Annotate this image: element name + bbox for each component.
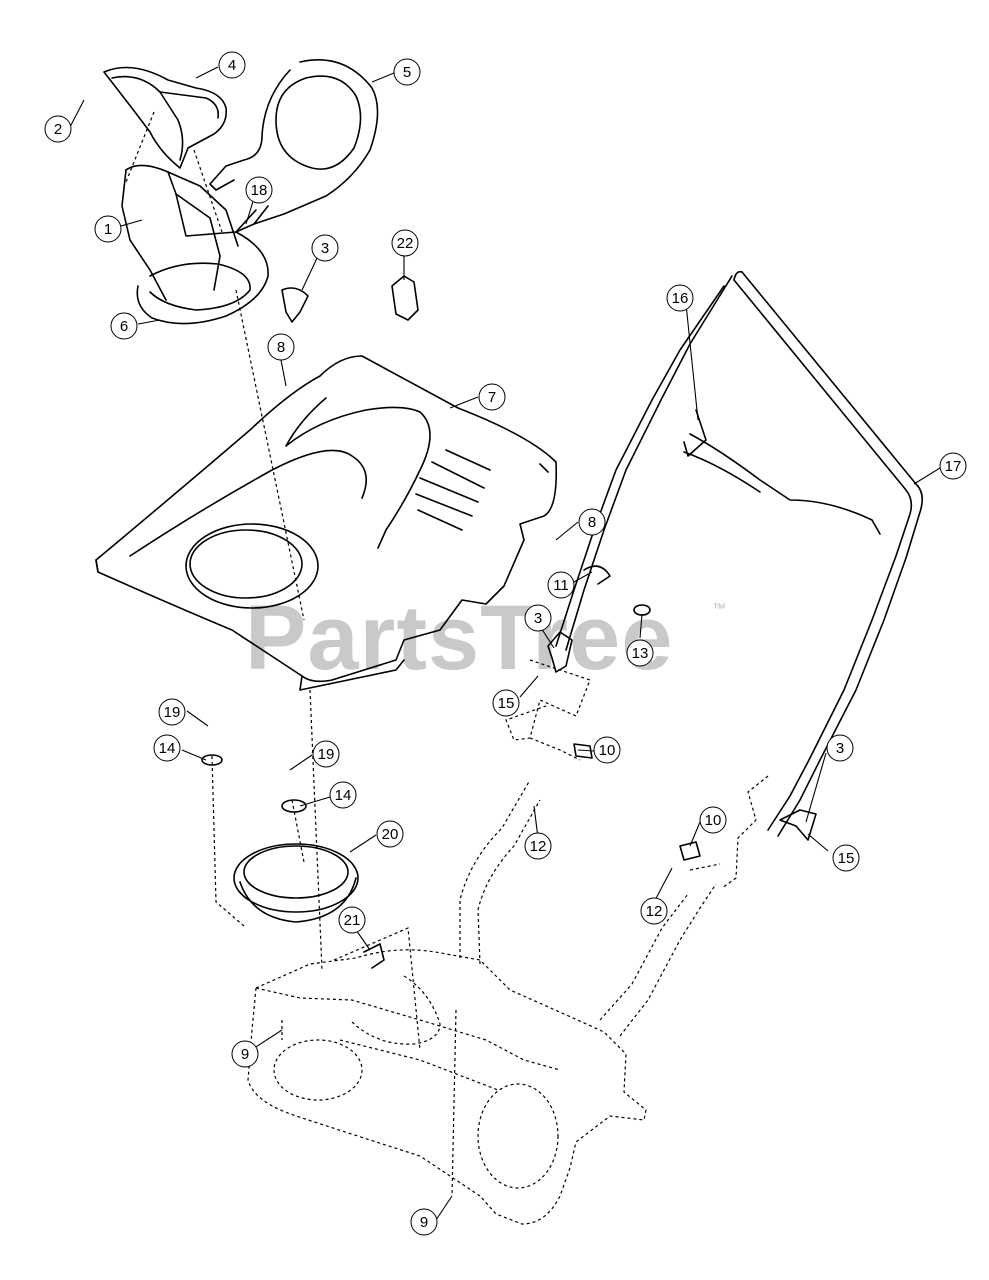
snow-thrower-body-outline <box>247 779 717 1225</box>
svg-text:14: 14 <box>159 740 176 757</box>
callout-15-b: 15 <box>832 844 860 872</box>
svg-text:9: 9 <box>420 1214 428 1231</box>
callout-8-b: 8 <box>578 508 606 536</box>
svg-text:17: 17 <box>945 458 962 475</box>
callout-7: 7 <box>478 383 506 411</box>
callout-22: 22 <box>391 229 419 257</box>
callout-13: 13 <box>626 639 654 667</box>
callout-3-a: 3 <box>311 234 339 262</box>
svg-text:21: 21 <box>344 912 361 929</box>
callout-12-a: 12 <box>524 832 552 860</box>
part-21-clip <box>363 943 385 969</box>
part-6-chute-base <box>121 164 269 325</box>
svg-text:11: 11 <box>553 577 569 594</box>
part-5-chute-handle <box>209 59 379 233</box>
svg-text:22: 22 <box>397 235 414 252</box>
svg-text:19: 19 <box>164 704 181 721</box>
svg-text:3: 3 <box>836 740 844 757</box>
svg-text:8: 8 <box>277 339 285 356</box>
svg-text:19: 19 <box>318 746 335 763</box>
callout-15-a: 15 <box>492 689 520 717</box>
svg-text:12: 12 <box>530 838 547 855</box>
callout-20: 20 <box>376 820 404 848</box>
part-7-housing-cover <box>95 355 558 691</box>
callout-9-a: 9 <box>231 1040 259 1068</box>
svg-text:6: 6 <box>120 318 128 335</box>
callout-3-c: 3 <box>826 734 854 762</box>
part-14-washer-right <box>281 799 307 813</box>
hardware-knobs-bolts <box>281 275 817 861</box>
svg-text:1: 1 <box>104 221 112 238</box>
svg-text:10: 10 <box>599 742 616 759</box>
callout-11: 11 <box>547 571 575 599</box>
part-4-chute-deflector <box>103 66 228 169</box>
callout-19-b: 19 <box>312 740 340 768</box>
callout-4: 4 <box>218 51 246 79</box>
callout-9-b: 9 <box>410 1208 438 1236</box>
callout-12-b: 12 <box>640 897 668 925</box>
callout-leaders <box>69 66 941 1221</box>
svg-text:20: 20 <box>382 826 399 843</box>
callout-19-a: 19 <box>158 698 186 726</box>
callout-10-b: 10 <box>699 806 727 834</box>
svg-text:9: 9 <box>241 1046 249 1063</box>
svg-text:4: 4 <box>228 57 236 74</box>
svg-text:7: 7 <box>488 389 496 406</box>
svg-text:2: 2 <box>54 121 62 138</box>
callout-3-b: 3 <box>524 604 552 632</box>
trademark-symbol: ™ <box>712 600 726 616</box>
svg-text:16: 16 <box>672 290 689 307</box>
svg-text:15: 15 <box>498 695 515 712</box>
callout-labels: 1 2 3 3 3 4 5 6 7 8 8 9 9 10 10 11 12 12… <box>44 51 967 1236</box>
callout-1: 1 <box>94 215 122 243</box>
callout-5: 5 <box>393 58 421 86</box>
part-16-cable-guide <box>683 409 707 457</box>
callout-10-a: 10 <box>593 736 621 764</box>
callout-18: 18 <box>245 176 273 204</box>
callout-14-b: 14 <box>329 781 357 809</box>
svg-text:5: 5 <box>403 64 411 81</box>
callout-17: 17 <box>939 452 967 480</box>
svg-text:8: 8 <box>588 514 596 531</box>
svg-text:3: 3 <box>534 610 542 627</box>
svg-text:18: 18 <box>251 182 268 199</box>
svg-text:12: 12 <box>646 903 663 920</box>
svg-text:15: 15 <box>838 850 855 867</box>
svg-text:14: 14 <box>335 787 352 804</box>
callout-16: 16 <box>666 284 694 312</box>
callout-14-a: 14 <box>153 734 181 762</box>
svg-text:10: 10 <box>705 812 722 829</box>
callout-6: 6 <box>110 312 138 340</box>
reference-lines <box>125 111 769 1197</box>
callout-2: 2 <box>44 115 72 143</box>
callout-21: 21 <box>338 906 366 934</box>
callout-8-a: 8 <box>267 333 295 361</box>
svg-text:3: 3 <box>321 240 329 257</box>
part-20-chute-ring <box>233 843 359 923</box>
svg-text:13: 13 <box>632 645 649 662</box>
